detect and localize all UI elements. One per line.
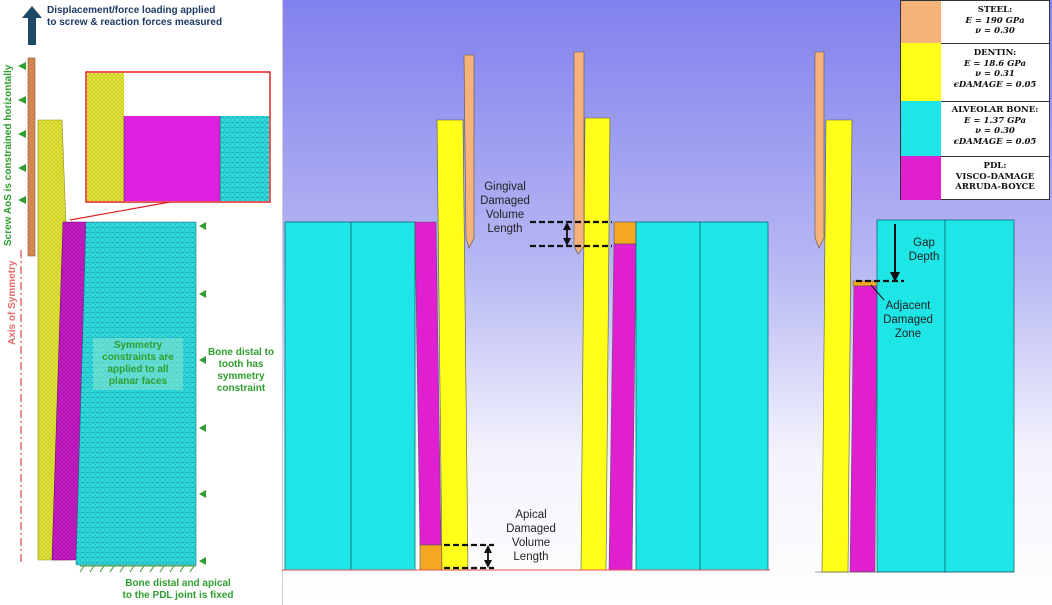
legend-line: ν = 0.30 xyxy=(975,126,1015,136)
gg-lines-line-2: Damaged xyxy=(480,195,530,207)
bone-constraint-arrows xyxy=(199,222,206,565)
legend-swatch-pdl xyxy=(901,156,941,200)
gingival-arrow-up-icon xyxy=(563,222,571,230)
legend-line: STEEL: xyxy=(977,5,1013,15)
bd-lines-line-2: tooth has xyxy=(218,359,264,370)
legend-line: E = 18.6 GPa xyxy=(963,58,1027,69)
loading-label-line-1: Displacement/force loading applied xyxy=(47,5,216,16)
left-screw xyxy=(27,57,36,257)
left-bone xyxy=(75,221,197,566)
gg-lines-line-3: Volume xyxy=(485,209,525,221)
legend-line: ARRUDA-BOYCE xyxy=(955,182,1035,192)
apical-arrow-down-icon xyxy=(484,560,492,568)
legend-line: ν = 0.30 xyxy=(975,26,1015,36)
legend-swatch-dentin xyxy=(901,43,941,101)
legend-line: PDL: xyxy=(983,161,1007,171)
zoom-connector xyxy=(69,201,171,221)
adjacent-leader xyxy=(870,284,885,301)
apical-arrow-up-icon xyxy=(484,545,492,553)
legend-line: E = 1.37 GPa xyxy=(963,115,1027,126)
zoom-inset xyxy=(85,71,271,203)
ap-lines-line-2: Damaged xyxy=(506,523,556,535)
gingival-arrow-down-icon xyxy=(563,238,571,246)
bd-lines-line-3: symmetry xyxy=(217,371,265,382)
legend-line: VISCO-DAMAGE xyxy=(955,171,1035,182)
legend-line: ν = 0.31 xyxy=(975,69,1015,79)
bd-lines-line-1: Bone distal to xyxy=(207,347,275,358)
legend-line: ALVEOLAR BONE: xyxy=(951,105,1039,115)
sym-lines-line-2: constraints are xyxy=(102,352,174,363)
loading-arrow-icon xyxy=(22,6,42,45)
panel-divider xyxy=(282,0,283,605)
bd-lines-line-4: constraint xyxy=(216,383,266,394)
ap-lines-line-1: Apical xyxy=(515,509,547,521)
ba-lines-line-2: to the PDL joint is fixed xyxy=(122,590,234,601)
legend-line: ϵDAMAGE = 0.05 xyxy=(953,79,1037,90)
adj-lines-line-1: Adjacent xyxy=(885,300,931,312)
ap-lines-line-3: Volume xyxy=(511,537,551,549)
gg-lines-line-1: Gingival xyxy=(484,181,526,193)
legend-swatch-bone xyxy=(901,101,941,156)
axis-of-symmetry-label: Axis of Symmetry xyxy=(7,260,18,345)
legend-line: E = 190 GPa xyxy=(965,15,1025,26)
right-model xyxy=(814,51,1015,573)
adj-lines-line-2: Damaged xyxy=(883,314,933,326)
sym-lines-line-1: Symmetry xyxy=(113,340,163,351)
sym-lines-line-4: planar faces xyxy=(108,376,168,387)
gap-lines-line-1: Gap xyxy=(913,237,935,249)
screw-constraint-arrows xyxy=(18,62,26,204)
sym-lines-line-3: applied to all xyxy=(107,364,169,375)
legend-line: DENTIN: xyxy=(973,48,1017,58)
ap-lines-line-4: Length xyxy=(513,551,549,563)
ba-lines-line-1: Bone distal and apical xyxy=(125,578,231,589)
middle-model xyxy=(282,51,770,571)
screw-constraint-label: Screw AoS is constrained horizontally xyxy=(3,64,14,246)
gap-dimension xyxy=(856,224,904,283)
legend-line: ϵDAMAGE = 0.05 xyxy=(953,136,1037,147)
adj-lines-line-3: Zone xyxy=(894,328,922,340)
loading-label: Displacement/force loading applied to sc… xyxy=(47,5,267,29)
legend-swatch-steel xyxy=(901,1,941,43)
gap-lines-line-2: Depth xyxy=(908,251,940,263)
fixed-support-hatch xyxy=(79,565,196,573)
loading-label-line-2: to screw & reaction forces measured xyxy=(47,17,223,28)
gap-arrow-down-icon xyxy=(890,272,900,282)
gg-lines-line-4: Length xyxy=(487,223,523,235)
